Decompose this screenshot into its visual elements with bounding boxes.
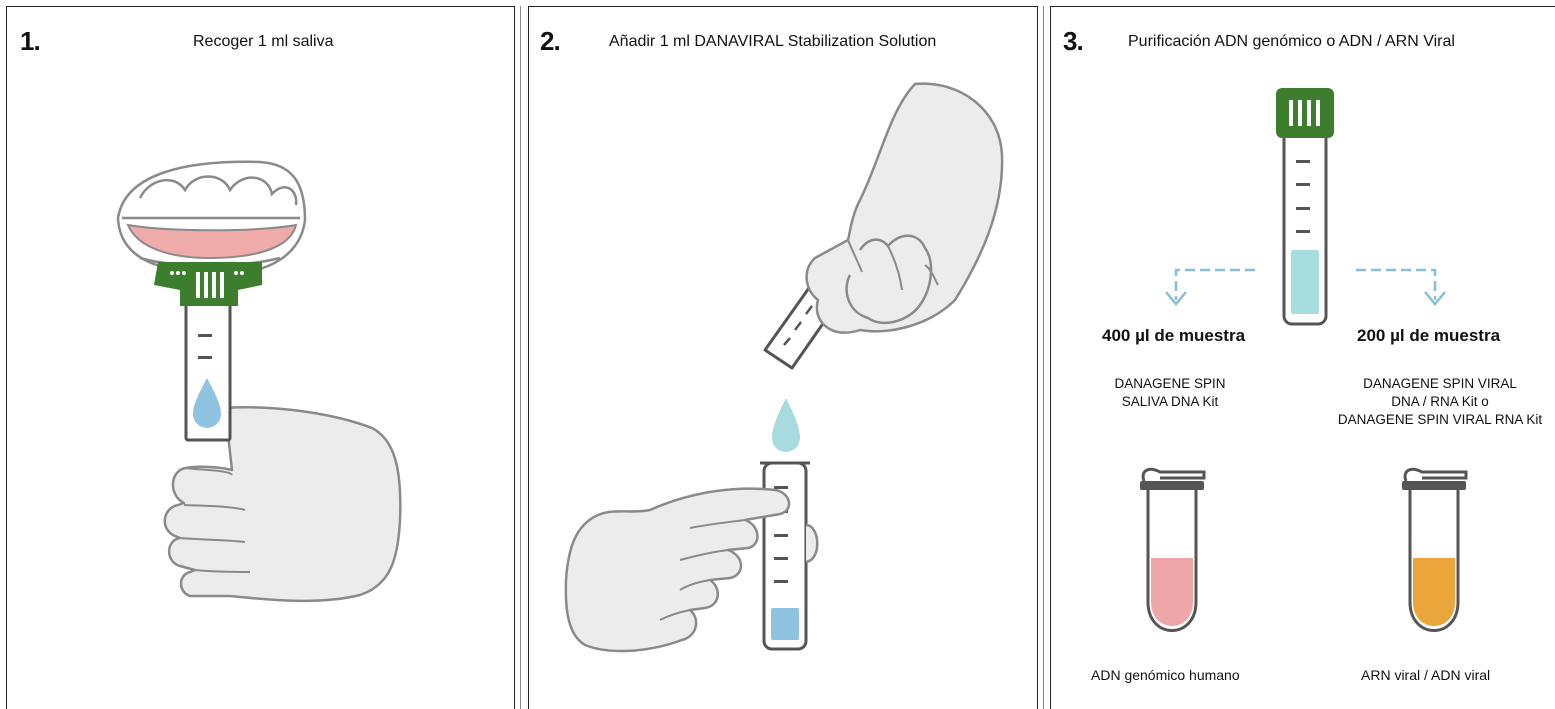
branch-viral-quantity: 200 µl de muestra [1357,326,1501,345]
panel-divider [520,6,521,709]
kit-line: DNA / RNA Kit o [1391,394,1489,409]
step-3-panel [1050,6,1555,709]
saliva-drop-icon [193,378,221,428]
step-2-title: Añadir 1 ml DANAVIRAL Stabilization Solu… [609,33,937,50]
step-1-title: Recoger 1 ml saliva [193,33,334,50]
panel-divider [1043,6,1044,709]
kit-line: DANAGENE SPIN [1114,376,1226,391]
kit-line: SALIVA DNA Kit [1121,394,1219,409]
step-2-panel [528,6,1038,709]
kit-line: DANAGENE SPIN VIRAL RNA Kit [1337,412,1543,427]
step-2-number: 2. [540,26,561,56]
solution-drop-icon [772,398,800,452]
branch-dna-kit: DANAGENE SPIN SALIVA DNA Kit [1090,375,1250,411]
gloved-hand-icon [163,406,402,603]
step-3-number: 3. [1063,26,1084,56]
step-1-number: 1. [20,26,41,56]
branch-dna-quantity: 400 µl de muestra [1102,326,1246,345]
microtube-icon [1140,467,1206,632]
step-1-panel [6,6,515,709]
mouth-icon [116,160,307,275]
branch-viral-result: ARN viral / ADN viral [1361,667,1491,683]
branch-viral-kit: DANAGENE SPIN VIRAL DNA / RNA Kit o DANA… [1335,375,1545,429]
microtube-icon [1402,467,1468,632]
step-3-title: Purificación ADN genómico o ADN / ARN Vi… [1128,33,1455,50]
kit-line: DANAGENE SPIN VIRAL [1363,376,1517,391]
gloved-hand-icon [564,487,819,653]
sample-tube-icon [1276,88,1334,326]
split-arrow-icon [1165,268,1446,306]
gloved-hand-icon [805,82,1004,334]
branch-dna-result: ADN genómico humano [1091,667,1240,683]
